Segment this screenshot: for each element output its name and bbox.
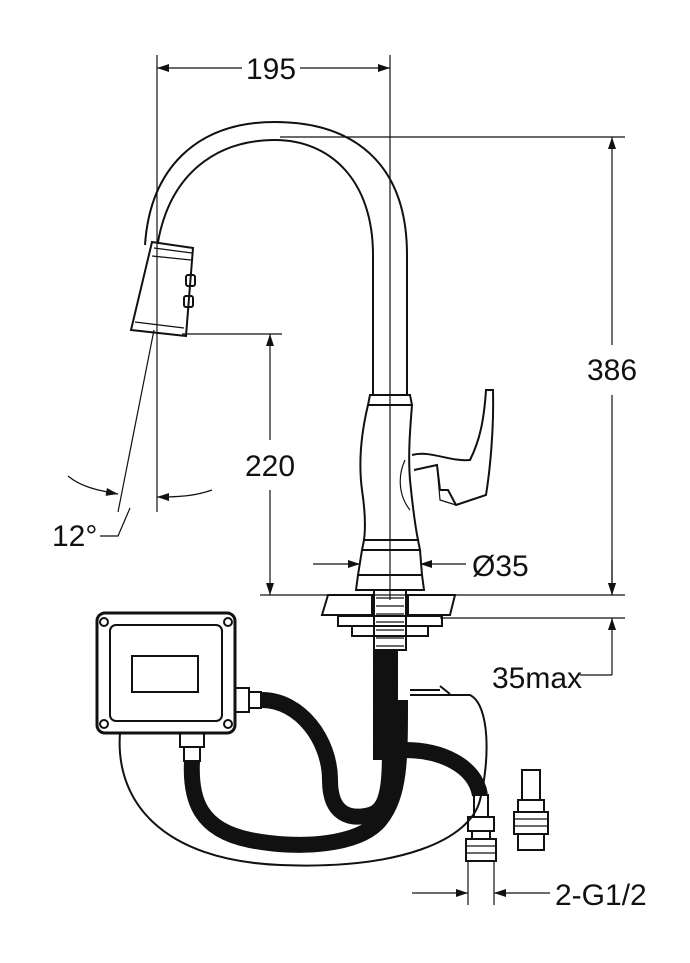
label-386: 386	[587, 354, 637, 387]
label-12-degrees: 12°	[52, 520, 97, 553]
spray-button-bottom	[183, 295, 194, 308]
label-diameter-35: Ø35	[472, 550, 529, 583]
braided-hoses	[183, 650, 488, 853]
label-35max: 35max	[492, 662, 582, 695]
spout-gooseneck	[144, 120, 408, 395]
sensor-cable	[118, 694, 488, 867]
dimension-spout-height: 220	[182, 333, 295, 595]
spray-button-top	[185, 274, 196, 287]
spray-head	[129, 240, 195, 338]
faucet-body	[359, 404, 420, 541]
label-2-g1-2: 2-G1/2	[555, 879, 647, 912]
supply-connector-left	[465, 794, 497, 862]
sensor-control-box	[95, 611, 262, 762]
dimension-body-diameter: Ø35	[313, 550, 529, 583]
label-195: 195	[246, 53, 296, 86]
label-220: 220	[245, 450, 295, 483]
dimension-spout-reach: 195	[156, 53, 391, 600]
faucet	[129, 120, 495, 591]
handle-lever	[411, 389, 495, 507]
supply-connector-right	[513, 769, 549, 851]
mounting-nut	[337, 615, 443, 627]
dimension-connections: 2-G1/2	[412, 862, 647, 912]
dimension-total-height: 386	[260, 136, 637, 596]
countertop	[320, 589, 457, 651]
dimension-counter-thickness: 35max	[440, 560, 625, 695]
dimension-spray-angle: 12°	[52, 329, 213, 553]
